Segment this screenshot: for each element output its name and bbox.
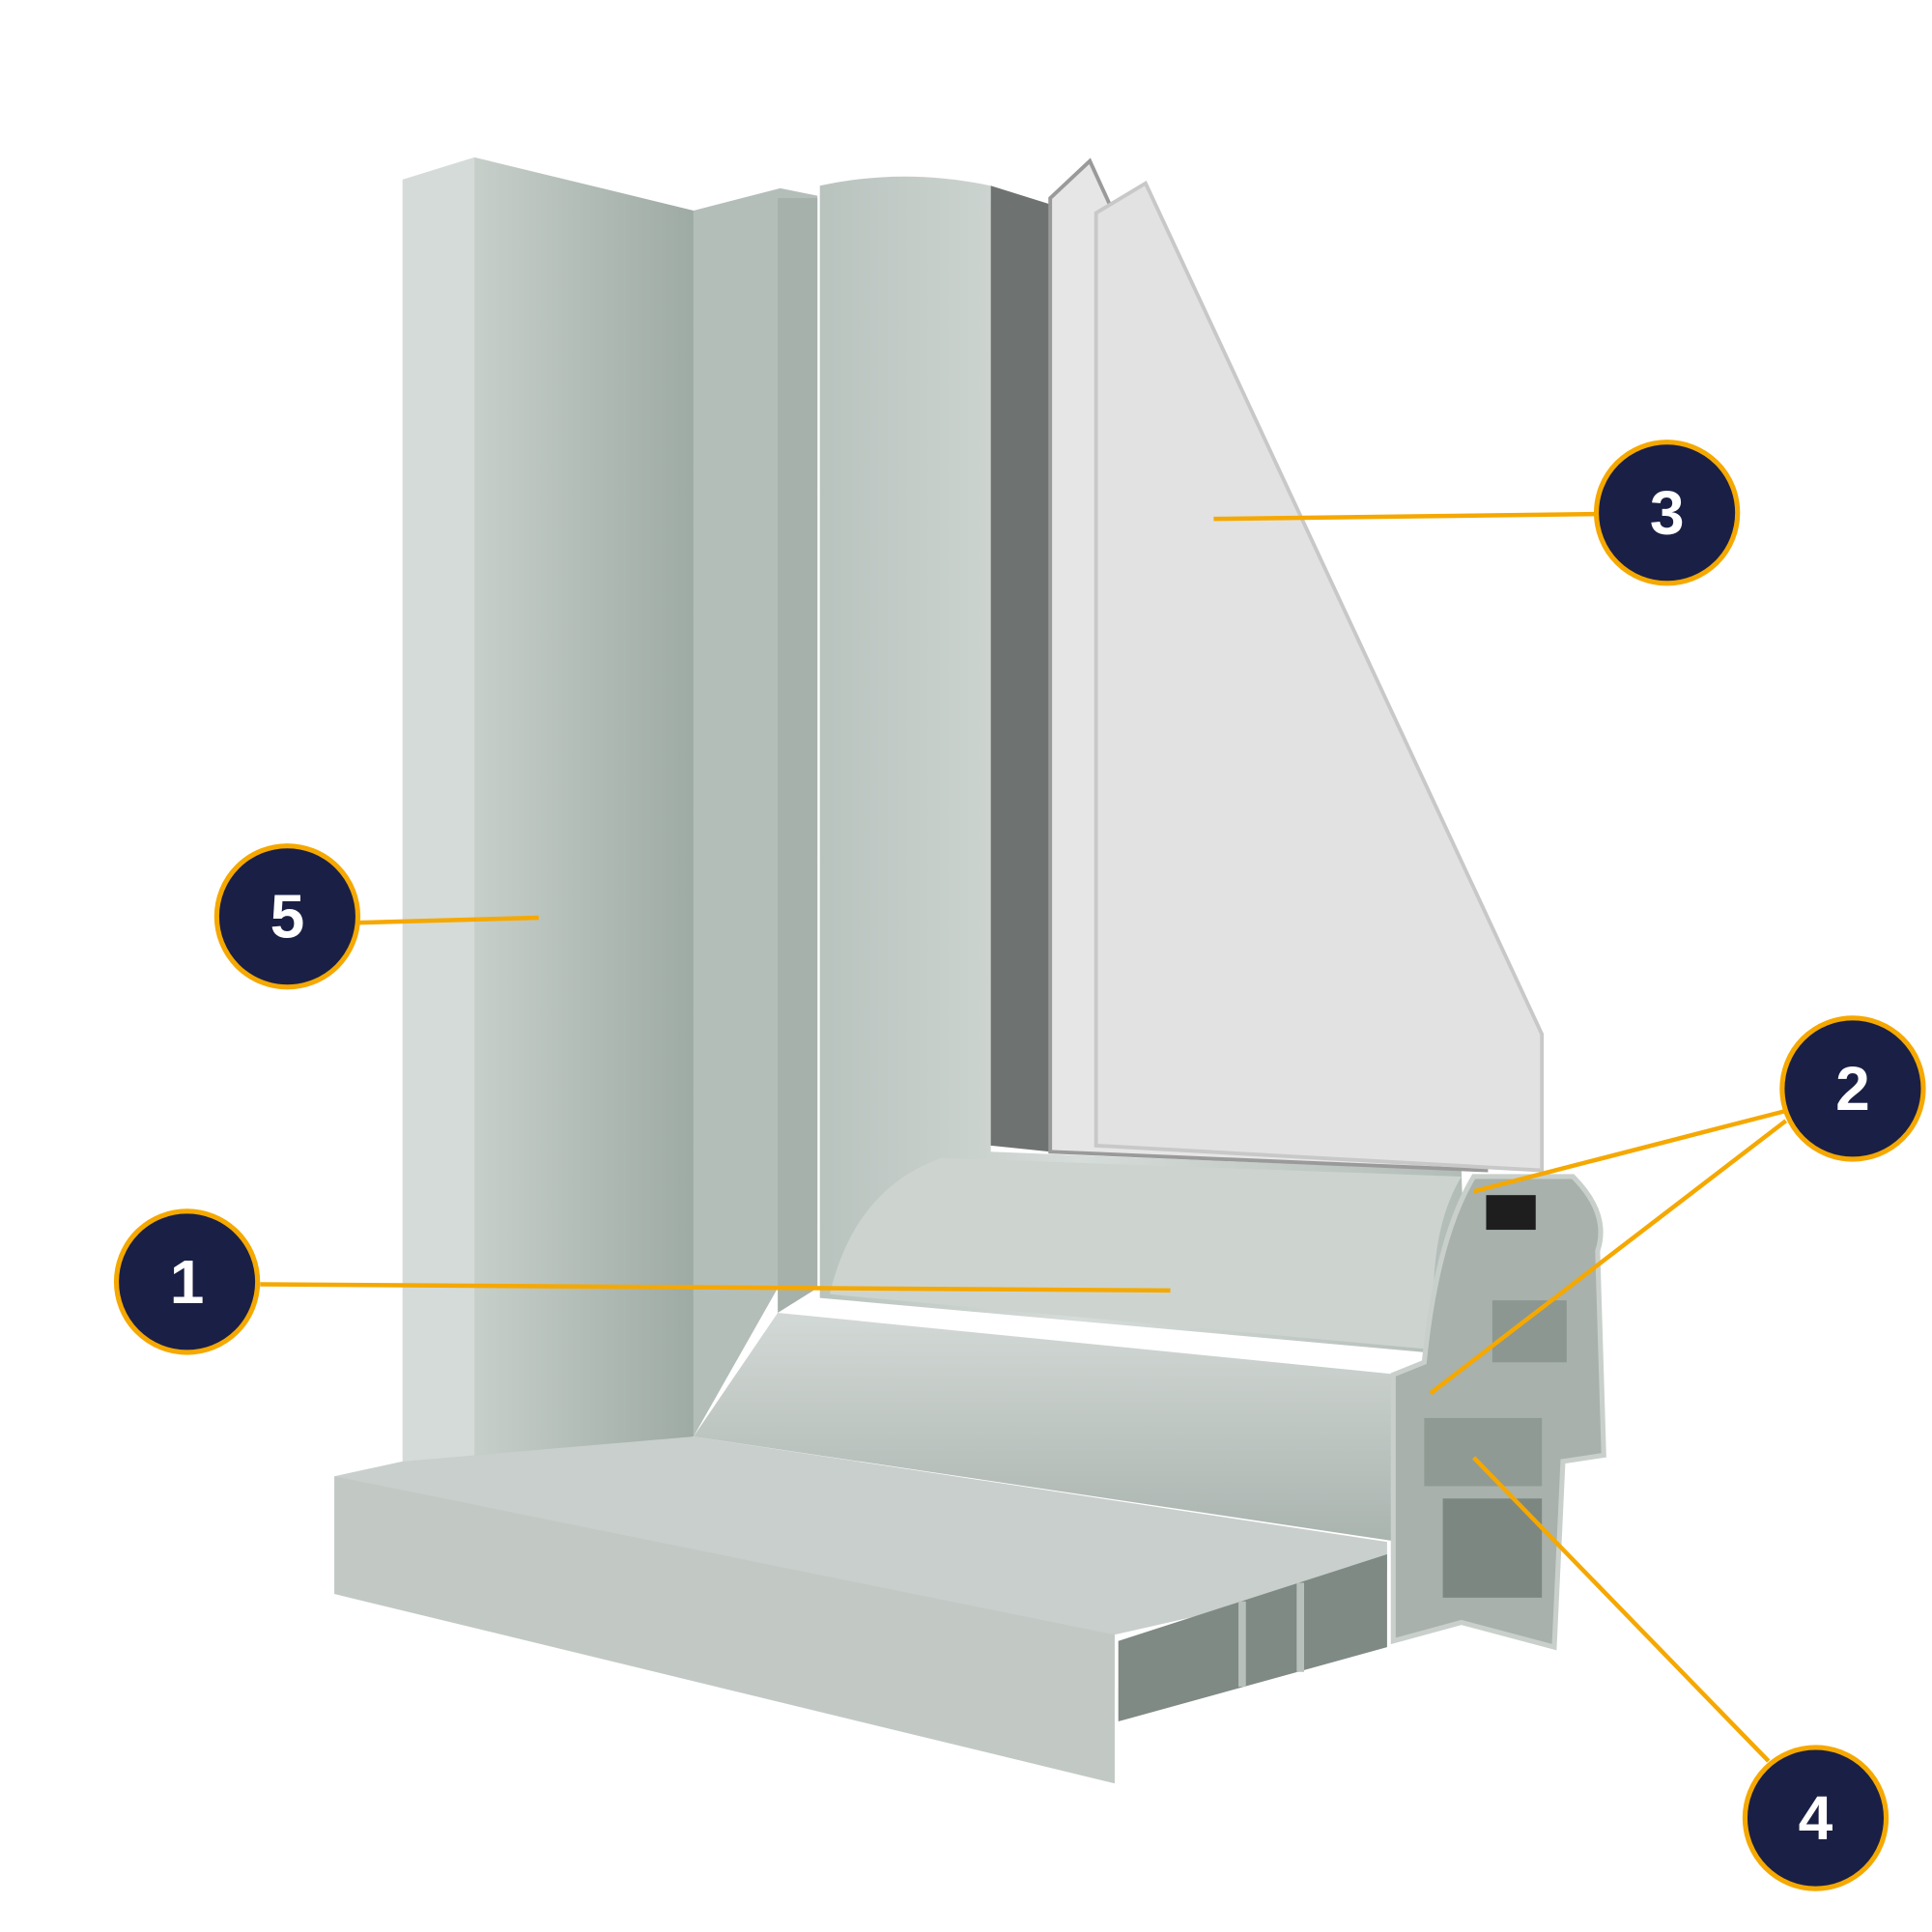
leader-line-4 [1472, 1456, 1771, 1763]
callout-2: 2 [1779, 1015, 1926, 1162]
sash [819, 176, 1468, 1356]
glass-pane-outer [1094, 180, 1545, 1173]
callout-3: 3 [1594, 440, 1741, 586]
leader-lines [260, 511, 1788, 1763]
callout-label: 5 [270, 882, 305, 952]
callout-5: 5 [213, 843, 361, 990]
window-illustration [334, 156, 1606, 1784]
reveal-side [402, 156, 475, 1474]
callout-label: 2 [1835, 1054, 1870, 1123]
leader-line-3 [1213, 511, 1598, 522]
sash-bottom-bead [829, 1157, 1462, 1350]
leader-line-2a [1473, 1108, 1787, 1194]
glass-gasket [1486, 1195, 1536, 1231]
callout-1: 1 [113, 1208, 261, 1355]
sill-chambers [1118, 1553, 1387, 1722]
leader-line-1 [260, 1282, 1171, 1293]
callout-label: 1 [170, 1247, 205, 1317]
frame-bottom [693, 1312, 1400, 1543]
reveal-face [474, 156, 694, 1474]
leader-line-5 [358, 915, 539, 925]
leader-line-2b [1429, 1119, 1788, 1396]
callout-label: 3 [1650, 478, 1685, 548]
sill-front [334, 1476, 1115, 1784]
callout-label: 4 [1799, 1783, 1833, 1853]
callout-4: 4 [1742, 1745, 1889, 1891]
glass-spacer [990, 185, 1051, 1152]
frame-inner-strip [778, 198, 818, 1313]
